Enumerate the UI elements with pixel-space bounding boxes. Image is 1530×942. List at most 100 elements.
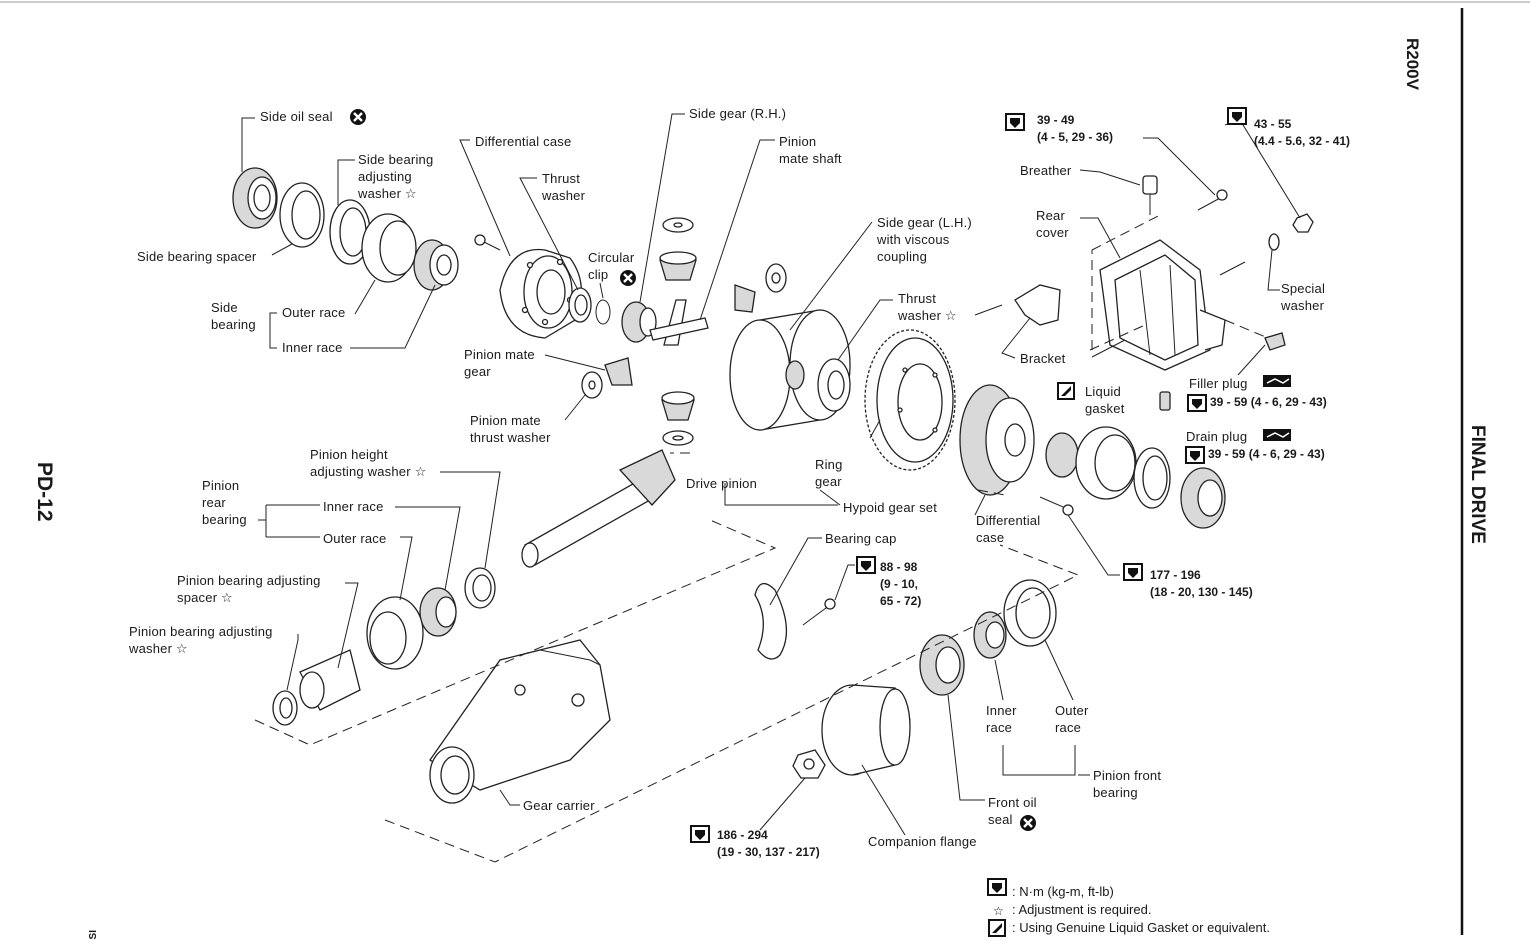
label-pinion-mate-gear: Pinion mate gear [464,347,535,379]
liquid-gasket-icon [1057,382,1075,400]
side-bearing-spacer-part [279,182,325,248]
replace-x-icon [1018,813,1038,833]
label-side-bearing: Side bearing [211,300,256,332]
star-icon: ☆ [993,904,1004,918]
cover-nut-part [1292,213,1314,233]
torque-wrench-icon [856,556,876,574]
label-front-oil-seal: Front oil seal [988,795,1037,827]
pinion-front-inner-race-part [973,611,1007,659]
pinion-mate-shaft-part [649,299,709,346]
drain-plug-part [1159,391,1171,411]
label-gear-carrier: Gear carrier [523,798,595,813]
page-number: PD-12 [33,462,56,522]
thrust-washer-part [568,287,592,323]
side-gear-rh-part [621,301,657,343]
torque-cover-nut: 43 - 55 (4.4 - 5.6, 32 - 41) [1254,117,1351,148]
label-bearing-cap: Bearing cap [825,531,897,546]
pinion-rear-outer-race-part [366,596,424,670]
side-bearing-outer-race-part [361,213,417,283]
legend-gasket: : Using Genuine Liquid Gasket or equival… [1012,920,1270,935]
label-bracket: Bracket [1020,351,1066,366]
circular-clip-part [595,299,611,325]
side-oil-seal-part [232,167,278,229]
label-pinion-height-adjusting-washer: Pinion height adjusting washer ☆ [310,447,427,479]
differential-case-right-part [959,384,1035,496]
torque-wrench-icon [1185,446,1205,464]
torque-filler-plug: 39 - 59 (4 - 6, 29 - 43) [1210,395,1327,409]
pinion-rear-inner-race-part [419,587,457,637]
label-thrust-washer-adjust: Thrust washer ☆ [898,291,957,323]
side-bearing-adjusting-washer-part [329,199,371,265]
screw-part [474,234,501,251]
sealant-icon [1262,428,1292,442]
model-code: R200V [1403,38,1422,90]
label-ring-gear: Ring gear [815,457,843,489]
stud-part [1219,261,1246,276]
gear-carrier-part [429,639,611,804]
pinion-mate-thrust-washer-part [581,371,603,399]
label-pinion-mate-thrust-washer: Pinion mate thrust washer [470,413,551,445]
breather-bolt-part [1197,189,1228,211]
label-pinion-rear-bearing: Pinion rear bearing [202,478,247,527]
label-special-washer: Special washer [1281,281,1326,313]
pinion-mate-gear-bottom-part [661,391,695,421]
replace-x-icon [348,107,368,127]
label-liquid-gasket: Liquid gasket [1085,384,1125,416]
label-side-gear-lh: Side gear (L.H.) with viscous coupling [877,215,972,264]
replace-x-icon [618,268,638,288]
ring-gear-part [864,329,956,471]
label-drain-plug: Drain plug [1186,429,1248,444]
front-oil-seal-part [919,634,965,696]
torque-wrench-icon [1227,107,1247,125]
liquid-gasket-icon [988,919,1006,937]
label-outer-race-pinion: Outer race [323,531,387,546]
label-pinion-bearing-adjusting-washer: Pinion bearing adjusting washer ☆ [129,624,273,656]
torque-breather-bolt: 39 - 49 (4 - 5, 29 - 36) [1037,113,1114,144]
breather-part [1142,175,1158,215]
side-bearing-right-part [1045,426,1226,529]
rear-cover-part [1099,239,1226,371]
drive-pinion-part [521,449,676,568]
label-pinion-bearing-adjusting-spacer: Pinion bearing adjusting spacer ☆ [177,573,321,605]
washer-top-part [662,217,694,233]
torque-wrench-icon [1187,394,1207,412]
special-washer-part [1268,233,1280,251]
label-circular-clip: Circular clip [588,250,635,282]
label-hypoid-gear-set: Hypoid gear set [843,500,938,515]
differential-case-part [499,248,583,339]
washer-bottom-part [662,430,694,446]
label-breather: Breather [1020,163,1072,178]
label-companion-flange: Companion flange [868,834,977,849]
pinion-mate-gear-left-part [604,357,633,386]
label-side-oil-seal: Side oil seal [260,109,333,124]
label-inner-race-left: Inner race [282,340,343,355]
label-inner-race-pinion: Inner race [323,499,384,514]
pinion-nut-part [792,749,826,779]
label-outer-race-left: Outer race [282,305,346,320]
label-drive-pinion: Drive pinion [686,476,758,491]
torque-ring-gear-bolt: 177 - 196 (18 - 20, 130 - 145) [1150,568,1253,599]
torque-bearing-cap-bolt: 88 - 98 (9 - 10, 65 - 72) [880,560,922,608]
pinion-gear-right-part [734,284,756,313]
companion-flange-part [821,684,911,776]
label-thrust-washer: Thrust washer [542,171,586,203]
pinion-mate-gear-top-part [659,251,697,281]
section-title: FINAL DRIVE [1467,425,1488,544]
pinion-adjusting-spacer-part [299,649,361,711]
label-side-bearing-adjusting-washer: Side bearing adjusting washer ☆ [358,152,434,201]
label-inner-race-front: Inner race [986,703,1017,735]
torque-wrench-icon [987,878,1007,896]
bracket-bolt-part [974,304,1003,316]
sealant-icon [1262,374,1292,388]
torque-drain-plug: 39 - 59 (4 - 6, 29 - 43) [1208,447,1325,461]
torque-pinion-nut: 186 - 294 (19 - 30, 137 - 217) [717,828,820,859]
torque-wrench-icon [1005,113,1025,131]
torque-wrench-icon [1123,563,1143,581]
bearing-cap-part [754,583,788,660]
washer-right-part [765,263,787,293]
filler-plug-part [1264,332,1286,351]
side-bearing-inner-race-part [413,239,459,291]
legend-torque: : N·m (kg-m, ft-lb) [1012,884,1114,899]
